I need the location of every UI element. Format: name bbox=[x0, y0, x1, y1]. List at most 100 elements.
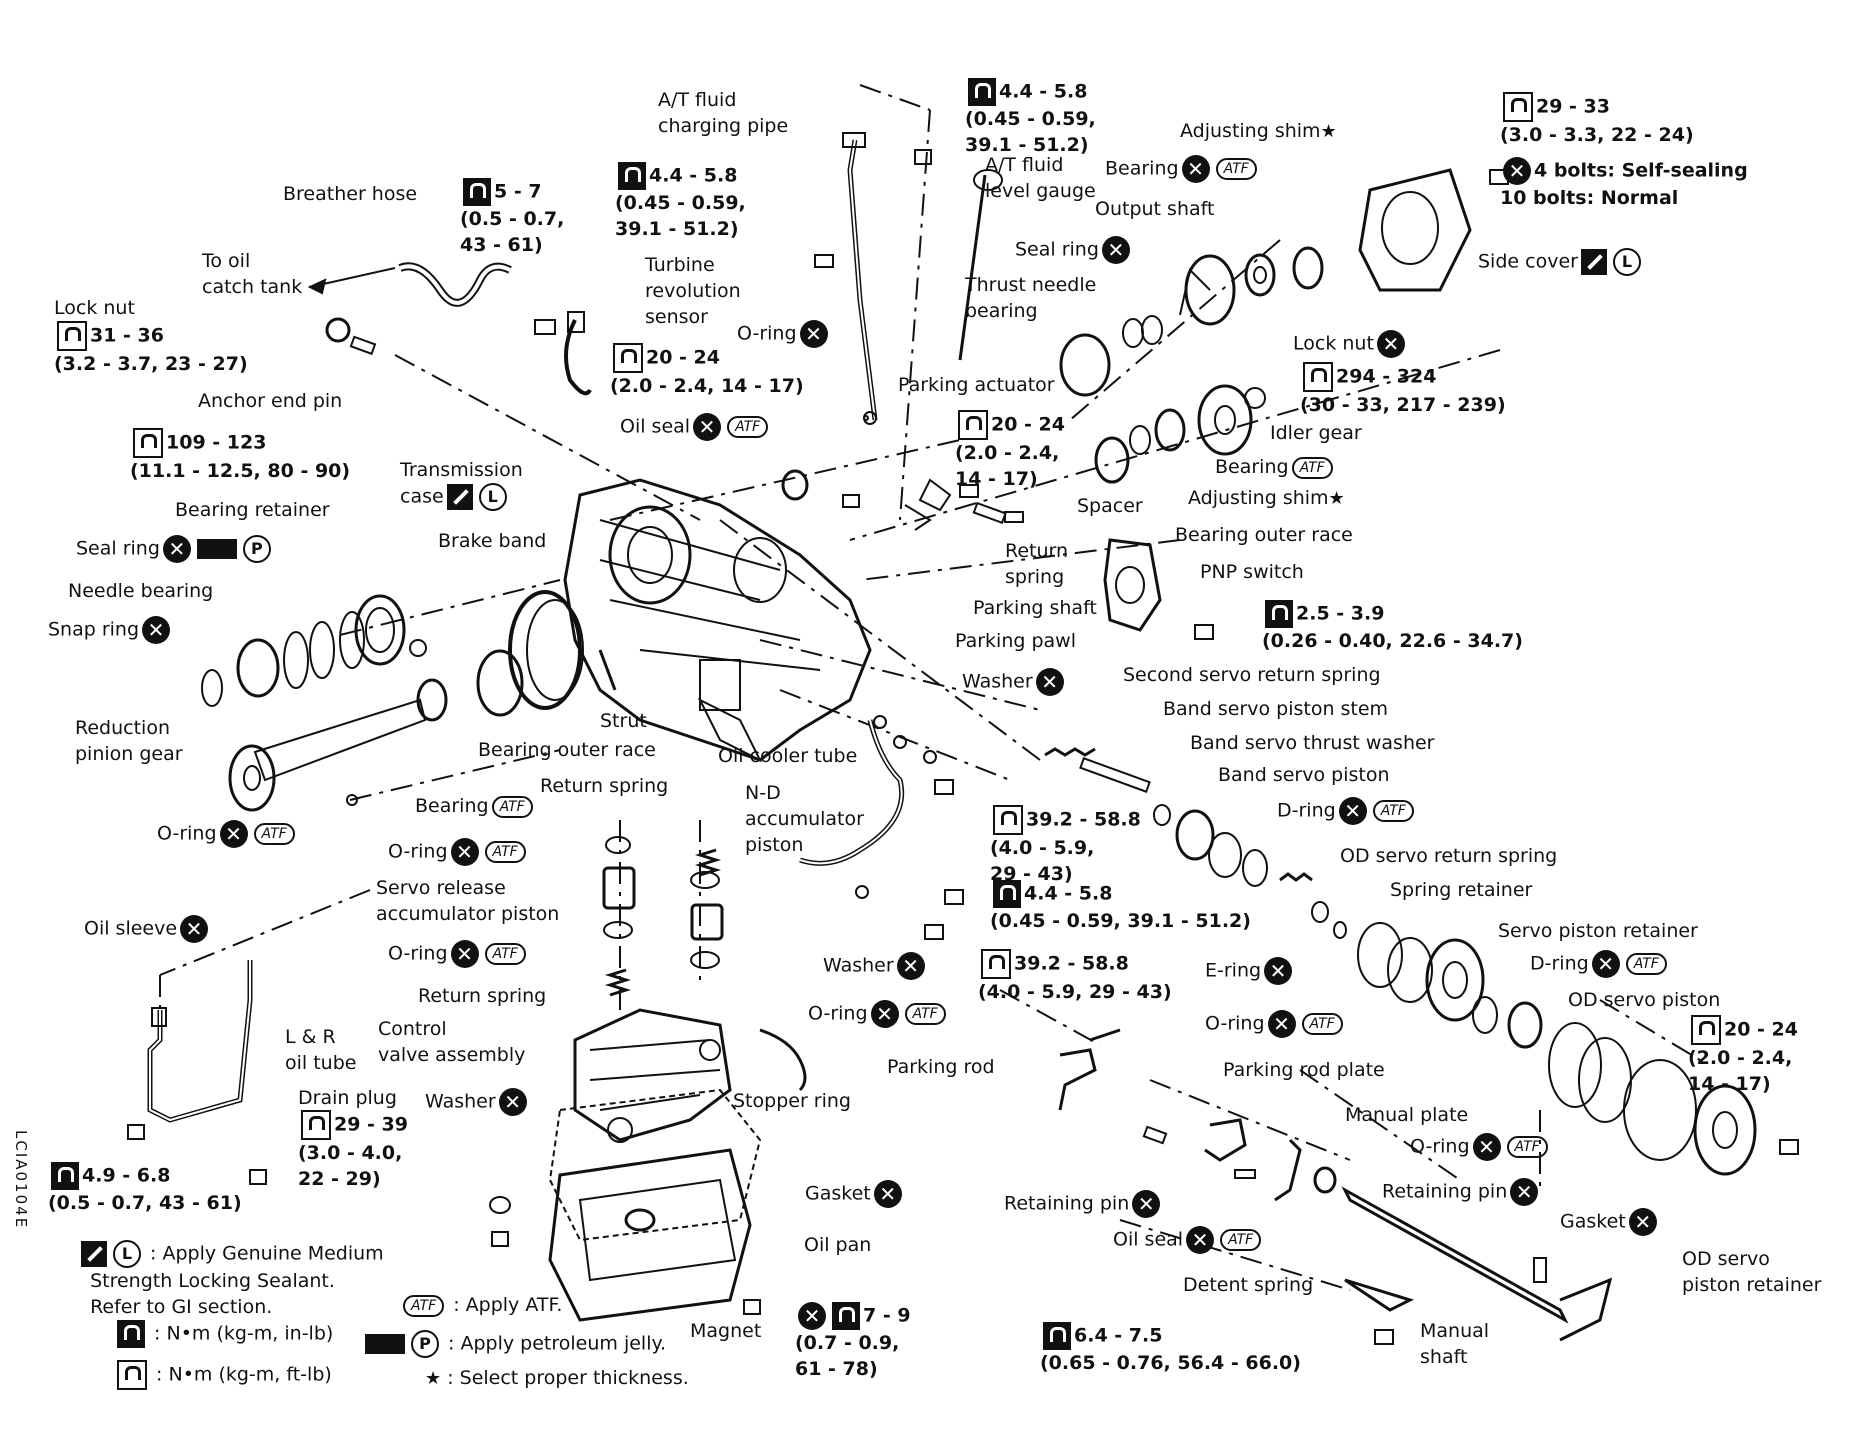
spec-lock-nut-right: 294 - 324 (30 - 33, 217 - 239) bbox=[1300, 362, 1506, 418]
sealant-icon bbox=[446, 484, 473, 510]
atf-icon: ATF bbox=[1220, 1229, 1262, 1251]
torque-wrench-inlb-icon bbox=[1265, 600, 1293, 628]
legend-nm-in-lb: : N•m (kg-m, in-lb) bbox=[114, 1320, 333, 1348]
label-o-ring-mid2: O-ring✕ATF bbox=[388, 940, 529, 968]
label-fluid-charging-pipe: A/T fluid charging pipe bbox=[658, 89, 789, 137]
atf-icon: ATF bbox=[403, 1294, 445, 1317]
label-band-servo-piston-stem: Band servo piston stem bbox=[1163, 698, 1389, 720]
label-anchor-end-pin: Anchor end pin bbox=[198, 390, 343, 412]
label-gasket-pan: Gasket✕ bbox=[805, 1180, 905, 1208]
label-return-spring-right: Return spring bbox=[1005, 540, 1069, 588]
star-icon: ★ bbox=[1320, 121, 1337, 142]
replace-x-icon: ✕ bbox=[873, 1180, 902, 1208]
spec-lr-tube: 4.9 - 6.8 (0.5 - 0.7, 43 - 61) bbox=[48, 1162, 242, 1216]
replace-x-icon: ✕ bbox=[1264, 957, 1293, 985]
replace-x-icon: ✕ bbox=[162, 535, 191, 563]
atf-icon: ATF bbox=[1291, 456, 1333, 479]
torque-wrench-ftlb-icon bbox=[117, 1360, 147, 1390]
atf-icon: ATF bbox=[904, 1003, 946, 1025]
label-thrust-needle-bearing: Thrust needle bearing bbox=[965, 274, 1097, 322]
label-parking-actuator: Parking actuator bbox=[898, 374, 1055, 396]
legend-atf: ATF : Apply ATF. bbox=[400, 1292, 562, 1318]
replace-x-icon: ✕ bbox=[1035, 668, 1064, 696]
jelly-p-icon: P bbox=[242, 535, 271, 563]
label-to-oil-catch-tank: To oil catch tank bbox=[202, 250, 303, 298]
label-reduction-pinion-gear: Reduction pinion gear bbox=[75, 717, 183, 765]
label-second-servo-return-spring: Second servo return spring bbox=[1123, 664, 1381, 686]
label-o-ring-left: O-ring✕ATF bbox=[157, 820, 298, 848]
label-needle-bearing: Needle bearing bbox=[68, 580, 214, 602]
label-bearing-outer-race-left: Bearing outer race bbox=[478, 739, 656, 761]
label-output-shaft: Output shaft bbox=[1095, 198, 1215, 220]
atf-icon: ATF bbox=[1215, 158, 1257, 180]
spec-breather: 5 - 7 (0.5 - 0.7, 43 - 61) bbox=[460, 178, 564, 258]
label-seal-ring-left: Seal ring✕P bbox=[76, 535, 274, 563]
sealant-icon bbox=[1580, 249, 1607, 275]
label-adjusting-shim-top: Adjusting shim★ bbox=[1180, 120, 1337, 142]
petroleum-jelly-icon bbox=[196, 539, 237, 559]
label-d-ring-mid: D-ring✕ATF bbox=[1530, 950, 1670, 978]
spec-cooler3: 39.2 - 58.8 (4.0 - 5.9, 29 - 43) bbox=[978, 949, 1172, 1005]
label-oil-seal-bottom: Oil seal✕ATF bbox=[1113, 1226, 1264, 1254]
spec-turbine: 4.4 - 5.8 (0.45 - 0.59, 39.1 - 51.2) bbox=[615, 162, 746, 242]
replace-x-icon: ✕ bbox=[1510, 1178, 1539, 1206]
atf-icon: ATF bbox=[727, 416, 769, 438]
replace-x-icon: ✕ bbox=[450, 838, 479, 866]
label-snap-ring: Snap ring✕ bbox=[48, 616, 173, 644]
torque-wrench-ftlb-icon bbox=[1503, 92, 1533, 122]
label-o-ring-mid1: O-ring✕ATF bbox=[388, 838, 529, 866]
replace-x-icon: ✕ bbox=[219, 820, 248, 848]
spec-cooler2: 4.4 - 5.8 (0.45 - 0.59, 39.1 - 51.2) bbox=[990, 880, 1251, 934]
label-retaining-pin-left: Retaining pin✕ bbox=[1004, 1190, 1163, 1218]
replace-x-icon: ✕ bbox=[1503, 157, 1531, 185]
replace-x-icon: ✕ bbox=[1591, 950, 1620, 978]
torque-wrench-inlb-icon bbox=[968, 78, 996, 106]
petroleum-jelly-icon bbox=[365, 1334, 405, 1354]
replace-x-icon: ✕ bbox=[896, 952, 925, 980]
label-brake-band: Brake band bbox=[438, 530, 547, 552]
atf-icon: ATF bbox=[1372, 800, 1414, 822]
label-breather-hose: Breather hose bbox=[283, 183, 418, 205]
replace-x-icon: ✕ bbox=[180, 915, 209, 943]
atf-icon: ATF bbox=[484, 841, 526, 863]
replace-x-icon: ✕ bbox=[142, 616, 171, 644]
torque-wrench-ftlb-icon bbox=[1303, 362, 1333, 392]
atf-icon: ATF bbox=[484, 943, 526, 965]
spec-side-cover: 29 - 33 (3.0 - 3.3, 22 - 24) bbox=[1500, 92, 1694, 148]
label-o-ring-right: O-ring✕ATF bbox=[1205, 1010, 1346, 1038]
label-control-valve-assembly: Control valve assembly bbox=[378, 1018, 526, 1066]
spec-cooler1: 39.2 - 58.8 (4.0 - 5.9, 29 - 43) bbox=[990, 805, 1141, 887]
label-washer-mid: Washer✕ bbox=[962, 668, 1067, 696]
torque-wrench-ftlb-icon bbox=[133, 428, 163, 458]
spec-pnp: 2.5 - 3.9 (0.26 - 0.40, 22.6 - 34.7) bbox=[1262, 600, 1523, 654]
label-servo-piston-retainer: Servo piston retainer bbox=[1498, 920, 1698, 942]
atf-icon: ATF bbox=[491, 795, 533, 818]
torque-wrench-inlb-icon bbox=[1043, 1322, 1071, 1350]
replace-x-icon: ✕ bbox=[799, 320, 828, 348]
torque-wrench-ftlb-icon bbox=[958, 410, 988, 440]
label-stopper-ring: Stopper ring bbox=[733, 1090, 851, 1112]
replace-x-icon: ✕ bbox=[1376, 330, 1405, 358]
replace-x-icon: ✕ bbox=[1101, 236, 1130, 264]
label-od-servo-piston-retainer: OD servo piston retainer bbox=[1682, 1248, 1822, 1296]
label-oil-cooler-tube: Oil cooler tube bbox=[718, 745, 858, 767]
label-oil-pan: Oil pan bbox=[804, 1234, 872, 1256]
label-parking-rod: Parking rod bbox=[887, 1056, 995, 1078]
label-lr-oil-tube: L & R oil tube bbox=[285, 1026, 357, 1074]
replace-x-icon: ✕ bbox=[693, 413, 722, 441]
replace-x-icon: ✕ bbox=[1132, 1190, 1161, 1218]
note-bolts: ✕4 bolts: Self-sealing 10 bolts: Normal bbox=[1500, 157, 1748, 209]
label-retaining-pin-right: Retaining pin✕ bbox=[1382, 1178, 1541, 1206]
label-lock-nut-right: Lock nut✕ bbox=[1293, 330, 1408, 358]
label-turbine-sensor: Turbine revolution sensor bbox=[645, 254, 741, 328]
label-od-servo-piston: OD servo piston bbox=[1568, 989, 1721, 1011]
label-drain-plug: Drain plug bbox=[298, 1087, 397, 1109]
loctite-l-icon: L bbox=[113, 1240, 141, 1268]
spec-od-servo: 20 - 24 (2.0 - 2.4, 14 - 17) bbox=[1688, 1015, 1798, 1097]
torque-wrench-inlb-icon bbox=[618, 162, 646, 190]
